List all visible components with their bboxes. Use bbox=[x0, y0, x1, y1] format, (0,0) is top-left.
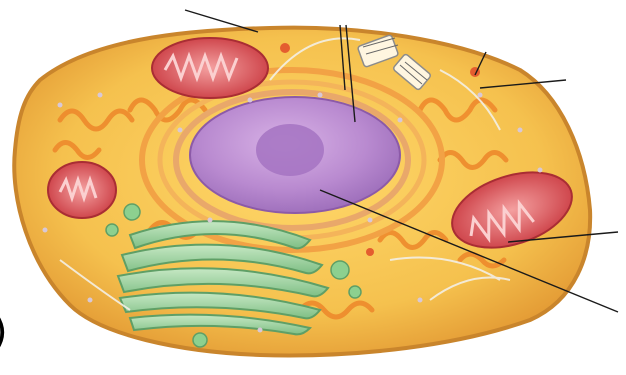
mitochondrion-left bbox=[48, 162, 116, 218]
figure-label: ) bbox=[0, 312, 8, 352]
nucleolus bbox=[256, 124, 324, 176]
mitochondrion-top bbox=[152, 38, 268, 98]
